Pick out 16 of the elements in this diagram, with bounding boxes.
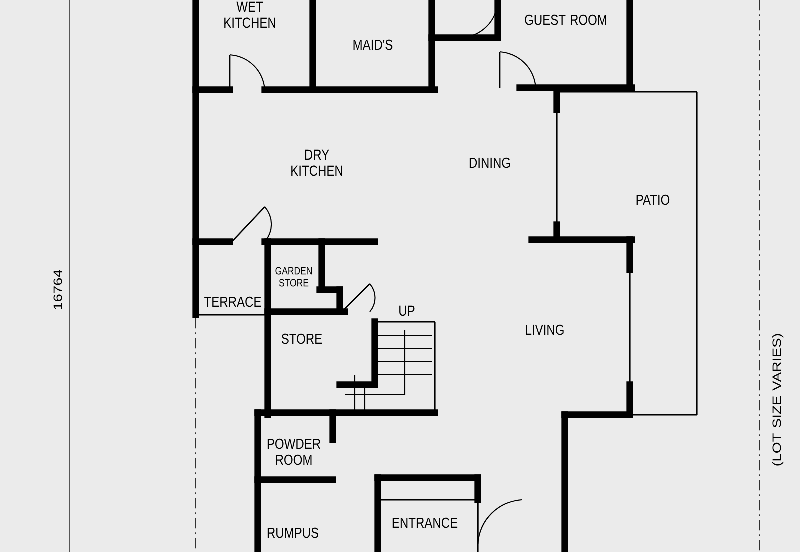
room-label: WET KITCHEN bbox=[224, 2, 276, 28]
room-label: PATIO bbox=[636, 194, 670, 206]
room-label: STORE bbox=[282, 334, 322, 344]
room-label: GARDEN STORE bbox=[276, 267, 312, 287]
note-label: (LOT SIZE VARIES) bbox=[772, 334, 784, 466]
room-label: UP bbox=[400, 306, 415, 316]
room-label: ENTRANCE bbox=[392, 518, 458, 528]
room-label: RUMPUS bbox=[268, 528, 318, 538]
dimension-label: 16764 bbox=[54, 270, 62, 310]
room-label: POWDER ROOM bbox=[268, 438, 321, 466]
room-label: MAID'S bbox=[354, 40, 393, 50]
room-label: GUEST ROOM bbox=[525, 14, 606, 26]
room-label: TERRACE bbox=[204, 296, 262, 308]
room-label: LIVING bbox=[526, 324, 564, 336]
room-label: DINING bbox=[470, 158, 510, 168]
room-label: DRY KITCHEN bbox=[292, 150, 342, 176]
